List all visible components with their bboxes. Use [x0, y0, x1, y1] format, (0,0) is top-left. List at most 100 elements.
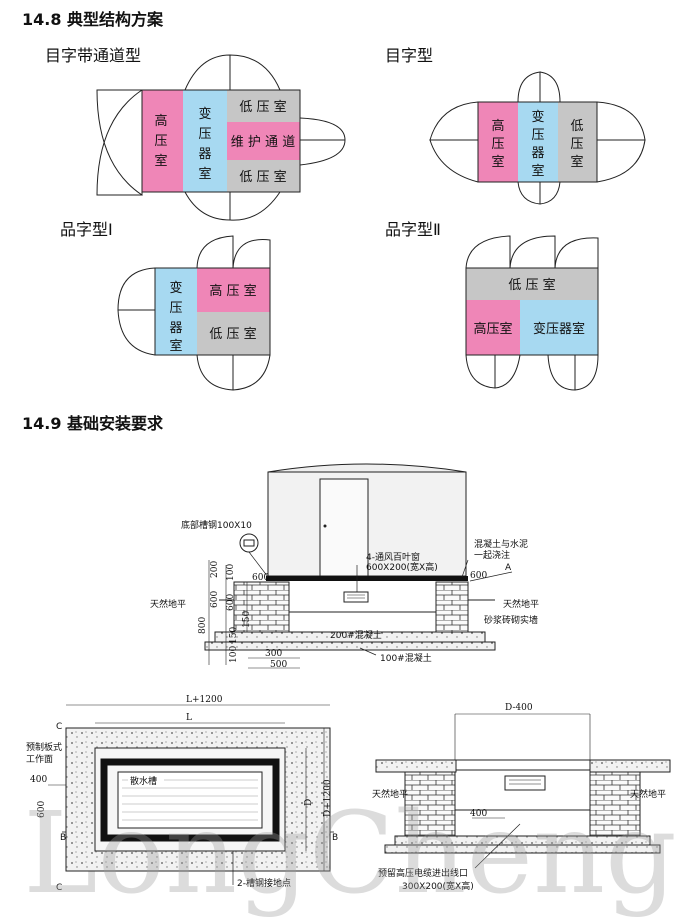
svg-text:600: 600: [252, 573, 269, 583]
room-maintenance-aisle: [227, 122, 300, 160]
svg-text:600X200(宽X高): 600X200(宽X高): [366, 561, 438, 573]
roof: [267, 463, 467, 473]
svg-text:器: 器: [169, 321, 182, 336]
channel-steel-base: [266, 576, 468, 581]
svg-text:150: 150: [242, 611, 252, 628]
brick-wall: [589, 771, 641, 837]
svg-text:600: 600: [470, 571, 487, 581]
scheme-2-title: 目字型: [385, 46, 434, 65]
svg-text:A: A: [505, 563, 512, 573]
svg-text:低 压 室: 低 压 室: [508, 277, 555, 293]
svg-text:L+1200: L+1200: [186, 695, 223, 705]
svg-text:高: 高: [491, 118, 504, 134]
door-leaf: [96, 89, 143, 196]
svg-text:室: 室: [491, 154, 504, 170]
svg-text:工作面: 工作面: [26, 753, 53, 765]
svg-text:压: 压: [531, 128, 544, 143]
svg-text:100: 100: [226, 564, 236, 581]
svg-text:L: L: [186, 713, 192, 723]
svg-text:压: 压: [154, 134, 167, 149]
room-transformer: [155, 268, 197, 355]
svg-text:800: 800: [198, 617, 208, 634]
svg-text:100: 100: [229, 646, 239, 663]
svg-text:400: 400: [470, 809, 487, 819]
svg-text:低 压 室: 低 压 室: [239, 99, 286, 115]
room-low-voltage: [558, 102, 597, 182]
foundation-plan: 散水槽 L+1200 L D D+1200 400 600 预制板式 工作面 C…: [26, 695, 338, 893]
note-channel-steel: 底部槽钢100X10: [181, 519, 252, 531]
brick-wall: [404, 771, 456, 837]
svg-text:500: 500: [270, 660, 287, 670]
brick-wall: [435, 581, 469, 633]
svg-text:低 压 室: 低 压 室: [209, 326, 256, 342]
channel-steel-frame: [100, 758, 280, 842]
room-transformer: [518, 102, 558, 182]
cabinet-door: [319, 478, 369, 577]
scheme-1-diagram: 高 压 室 变 压 器 室 低 压 室 维 护 通 道 低 压 室: [96, 54, 346, 221]
scheme-4-title: 品字型Ⅱ: [385, 220, 441, 239]
svg-text:4-通风百叶窗: 4-通风百叶窗: [366, 551, 420, 563]
room-low-voltage: [227, 90, 300, 122]
svg-text:天然地平: 天然地平: [503, 598, 539, 610]
svg-text:低: 低: [570, 119, 583, 134]
room-high-voltage: [466, 300, 520, 355]
concrete-pad: [204, 641, 496, 651]
scheme-2-diagram: 高 压 室 变 压 器 室 低 压 室: [429, 71, 646, 205]
svg-text:压: 压: [198, 127, 211, 142]
svg-text:器: 器: [198, 147, 211, 162]
svg-text:C: C: [56, 883, 62, 893]
svg-text:200#混凝土: 200#混凝土: [330, 629, 382, 641]
louver-window: [343, 591, 369, 603]
svg-text:一起浇注: 一起浇注: [474, 549, 510, 561]
svg-text:室: 室: [570, 154, 583, 170]
room-low-voltage: [197, 312, 270, 355]
scheme-1-title: 目字带通道型: [45, 46, 142, 65]
svg-text:600: 600: [226, 594, 236, 611]
foundation-elevation: 200 100 600 600 600 800 150 150 100 300 …: [150, 463, 539, 670]
svg-text:预留高压电缆进出线口: 预留高压电缆进出线口: [378, 867, 468, 879]
svg-text:B: B: [60, 833, 66, 843]
svg-text:600: 600: [37, 801, 47, 818]
svg-text:天然地平: 天然地平: [372, 788, 408, 800]
room-high-voltage: [478, 102, 518, 182]
svg-text:器: 器: [531, 146, 544, 161]
room-transformer: [183, 90, 227, 192]
svg-text:变压器室: 变压器室: [533, 321, 585, 337]
svg-text:高 压 室: 高 压 室: [209, 283, 256, 299]
svg-text:C: C: [56, 722, 62, 732]
svg-text:高压室: 高压室: [473, 321, 512, 337]
svg-text:B: B: [332, 833, 338, 843]
room-low-voltage: [227, 160, 300, 192]
svg-text:600: 600: [210, 591, 220, 608]
door-leaf: [184, 54, 231, 91]
svg-text:天然地平: 天然地平: [630, 788, 666, 800]
scheme-3-diagram: 变 压 器 室 高 压 室 低 压 室: [117, 235, 271, 391]
svg-text:400: 400: [30, 775, 47, 785]
svg-text:室: 室: [154, 153, 167, 169]
scheme-4-diagram: 低 压 室 高压室 变压器室: [465, 235, 599, 391]
svg-text:低 压 室: 低 压 室: [239, 169, 286, 185]
watermark: LongCheng: [23, 789, 677, 917]
svg-text:变: 变: [198, 106, 211, 122]
svg-text:砂浆砖砌实墙: 砂浆砖砌实墙: [484, 614, 538, 626]
svg-text:150: 150: [229, 627, 239, 644]
svg-text:混凝土与水泥: 混凝土与水泥: [474, 538, 528, 550]
svg-text:100#混凝土: 100#混凝土: [380, 652, 432, 664]
brick-wall: [233, 581, 290, 633]
section-14-9-title: 14.9 基础安装要求: [22, 414, 164, 433]
svg-text:压: 压: [491, 137, 504, 152]
section-14-8-title: 14.8 典型结构方案: [22, 10, 164, 29]
scheme-3-title: 品字型Ⅰ: [60, 220, 113, 239]
room-transformer: [520, 300, 598, 355]
svg-text:室: 室: [169, 338, 182, 354]
svg-text:D: D: [304, 799, 314, 806]
room-label: 高: [154, 113, 167, 129]
svg-text:变: 变: [169, 280, 182, 296]
foundation-section: D-400 400 天然地平 天然地平 预留高压电缆进出线口 300X200(宽…: [372, 703, 671, 892]
svg-text:室: 室: [531, 163, 544, 179]
svg-text:室: 室: [198, 166, 211, 182]
room-low-voltage: [466, 268, 598, 300]
svg-text:天然地平: 天然地平: [150, 598, 186, 610]
svg-text:压: 压: [169, 301, 182, 316]
